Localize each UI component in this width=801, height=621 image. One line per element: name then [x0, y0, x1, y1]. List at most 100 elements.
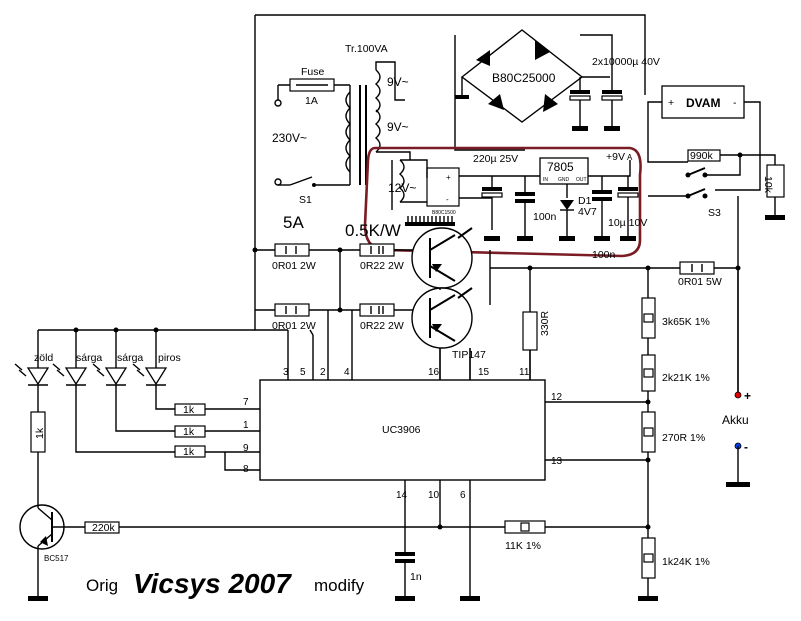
shunt-r1	[274, 243, 310, 257]
transistor-label: TIP147	[452, 349, 486, 361]
power-stage: 5A 0.5K/W 0R01 2W 0R22 2W 0R01 2W 0R22 2…	[252, 213, 741, 380]
res-2k21-label: 2k21K 1%	[662, 372, 710, 384]
pin-12: 12	[551, 392, 563, 403]
res-1k24-label: 1k24K 1%	[662, 556, 710, 568]
transistor-bc517: 220k BC517	[19, 504, 440, 601]
res-11k-label: 11K 1%	[505, 540, 541, 552]
cap-1n: 1n	[395, 552, 422, 601]
dvam-minus: -	[733, 97, 737, 109]
aux-cap-label: 220µ 25V	[473, 153, 518, 165]
ic-uc3906: UC3906 3 5 2 4 16 15 11 7 1 9 8 12 13 14…	[243, 310, 563, 601]
res-1k-a-label: 1k	[183, 404, 195, 416]
pin-9: 9	[243, 443, 249, 454]
zener-name: D1	[578, 195, 592, 207]
aux-bridge-minus: -	[446, 195, 449, 204]
filter-capacitors: 2x10000µ 40V	[569, 34, 660, 131]
cap-1n-label: 1n	[410, 571, 422, 583]
res-330r	[522, 311, 538, 351]
shunt-r4-label: 0R22 2W	[360, 320, 404, 332]
pin-2: 2	[320, 367, 326, 378]
credits-prefix: Orig	[86, 576, 118, 595]
transformer-label: Tr.100VA	[345, 43, 388, 55]
filter-caps-label: 2x10000µ 40V	[592, 56, 660, 68]
res-11k-group: 11K 1%	[437, 520, 648, 552]
res-220k-label: 220k	[92, 522, 116, 534]
battery-minus-label: -	[744, 440, 748, 454]
transistor-upper	[411, 227, 473, 289]
shunt-r5-label: 0R01 5W	[678, 276, 722, 288]
pin-13: 13	[551, 456, 563, 467]
aux-cap-100n-b: 100n	[592, 249, 616, 261]
pin-4: 4	[344, 367, 350, 378]
res-1k-c-label: 1k	[183, 446, 195, 458]
pin-14: 14	[396, 490, 408, 501]
shunt-r1-label: 0R01 2W	[272, 260, 316, 272]
credits-suffix: modify	[314, 576, 365, 595]
pin-1: 1	[243, 420, 249, 431]
battery-terminals: + Akku -	[722, 268, 751, 487]
pin-5: 5	[300, 367, 306, 378]
aux-out-label: +9V	[606, 151, 625, 163]
pin-3: 3	[283, 367, 289, 378]
res-3k65-label: 3k65K 1%	[662, 316, 710, 328]
aux-cap-10u: 10µ 10V	[608, 217, 647, 229]
res-330r-label: 330R	[539, 310, 551, 336]
bc517-label: BC517	[44, 554, 69, 563]
regulator-in: IN	[543, 177, 548, 183]
indicator-leds: zöld sárga sárga piros	[14, 327, 255, 453]
res-1k-d-label: 1k	[34, 427, 46, 439]
fuse-value: 1A	[305, 95, 318, 107]
led-piros-label: piros	[158, 352, 181, 364]
voltage-divider: 3k65K 1% 2k21K 1% 270R 1% 1k24K 1%	[545, 268, 710, 601]
pin-16: 16	[428, 367, 440, 378]
aux-bridge-plus: +	[446, 173, 451, 182]
led-sarga-1-label: sárga	[76, 352, 102, 364]
res-10k-label: 10k	[762, 176, 774, 194]
pin-10: 10	[428, 490, 440, 501]
pin-6: 6	[460, 490, 466, 501]
regulator-gnd: GND	[558, 177, 570, 183]
zener-value: 4V7	[578, 206, 597, 218]
pin-7: 7	[243, 397, 249, 408]
ic-label: UC3906	[382, 424, 421, 436]
regulator-7805	[539, 157, 589, 185]
switch-s3-group: 990k 10k S3	[648, 149, 785, 395]
dvam-meter: DVAM + -	[647, 85, 761, 191]
res-1k-b-label: 1k	[183, 426, 195, 438]
mains-input: Fuse 1A 230V~ S1 Tr.100VA 9V~ 9V~	[272, 43, 409, 206]
bridge-label: B80C25000	[492, 71, 556, 85]
shunt-r3	[274, 303, 310, 317]
shunt-r3-label: 0R01 2W	[272, 320, 316, 332]
mains-label: 230V~	[272, 131, 307, 145]
aux-out-marker: A	[627, 153, 633, 162]
shunt-r2-label: 0R22 2W	[360, 260, 404, 272]
aux-cap-100n-a: 100n	[533, 211, 557, 223]
main-bridge-rectifier: B80C25000	[455, 29, 610, 123]
dvam-plus: +	[668, 97, 674, 109]
res-990k-label: 990k	[690, 150, 714, 162]
battery-label: Akku	[722, 413, 749, 427]
aux-bridge-label: B80C1500	[432, 210, 456, 216]
regulator-label: 7805	[547, 160, 574, 174]
thermal-label: 0.5K/W	[345, 221, 401, 240]
transistor-lower	[411, 287, 473, 349]
battery-plus-label: +	[744, 389, 751, 403]
regulator-out: OUT	[576, 177, 587, 183]
battery-plus-terminal[interactable]	[734, 391, 742, 399]
led-resistors: 1k 1k 1k 1k	[30, 403, 260, 505]
led-zold-label: zöld	[34, 352, 53, 364]
secondary-2-label: 9V~	[387, 120, 409, 134]
pin-11: 11	[519, 367, 530, 378]
res-330r-group: 330R	[522, 268, 551, 380]
fuse-label: Fuse	[301, 66, 325, 78]
credits-main: Vicsys 2007	[133, 568, 292, 599]
led-sarga-2-label: sárga	[117, 352, 143, 364]
shunt-r2	[359, 243, 395, 257]
switch-s1-label: S1	[299, 194, 312, 206]
res-270r-label: 270R 1%	[662, 432, 705, 444]
secondary-1-label: 9V~	[387, 75, 409, 89]
credits: Orig Vicsys 2007 modify	[86, 568, 365, 599]
shunt-r5	[679, 261, 715, 275]
